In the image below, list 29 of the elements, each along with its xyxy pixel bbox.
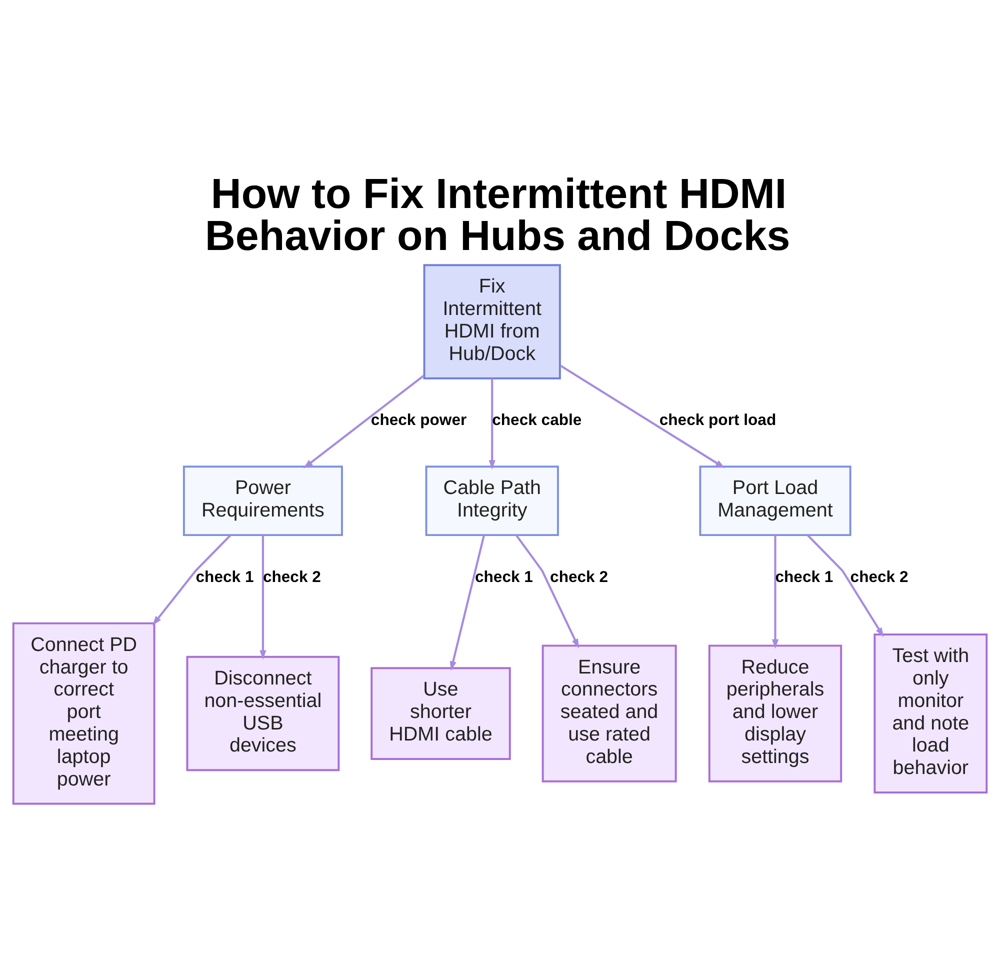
node-box: Fix Intermittent HDMI from Hub/Dock	[423, 264, 561, 380]
node-box: Power Requirements	[182, 466, 343, 536]
arrow	[515, 534, 580, 648]
edge-label: check cable	[492, 412, 582, 430]
edge-label: check 2	[262, 568, 321, 586]
arrow	[260, 535, 266, 660]
edge-label: check 2	[550, 568, 608, 586]
node-box: Disconnect non-essential USB devices	[186, 656, 340, 772]
arrow	[303, 374, 425, 468]
arrow	[560, 364, 725, 468]
arrow	[450, 535, 485, 671]
node-box: Connect PD charger to correct port meeting laptop power	[12, 622, 156, 805]
arrow	[806, 534, 884, 638]
edge-label: check power	[370, 412, 467, 430]
edge-label: check 2	[850, 568, 908, 586]
arrow	[488, 378, 496, 470]
edge-label: check 1	[474, 568, 533, 586]
node-box: Reduce peripherals and lower display settings	[708, 644, 842, 782]
node-box: Port Load Management	[699, 466, 852, 536]
arrow	[152, 534, 232, 626]
edge-label: check 1	[196, 568, 254, 586]
edge-label: check 1	[775, 568, 834, 586]
node-box: Cable Path Integrity	[425, 466, 559, 536]
diagram-title: How to Fix Intermittent HDMI Behavior on Hubs and Docks	[205, 170, 790, 260]
node-box: Ensure connectors seated and use rated cable	[542, 644, 677, 782]
node-box: Use shorter HDMI cable	[370, 667, 511, 760]
node-box: Test with only monitor and note load behavior	[874, 634, 988, 794]
arrow	[772, 535, 779, 649]
edge-label: check port load	[659, 412, 776, 430]
